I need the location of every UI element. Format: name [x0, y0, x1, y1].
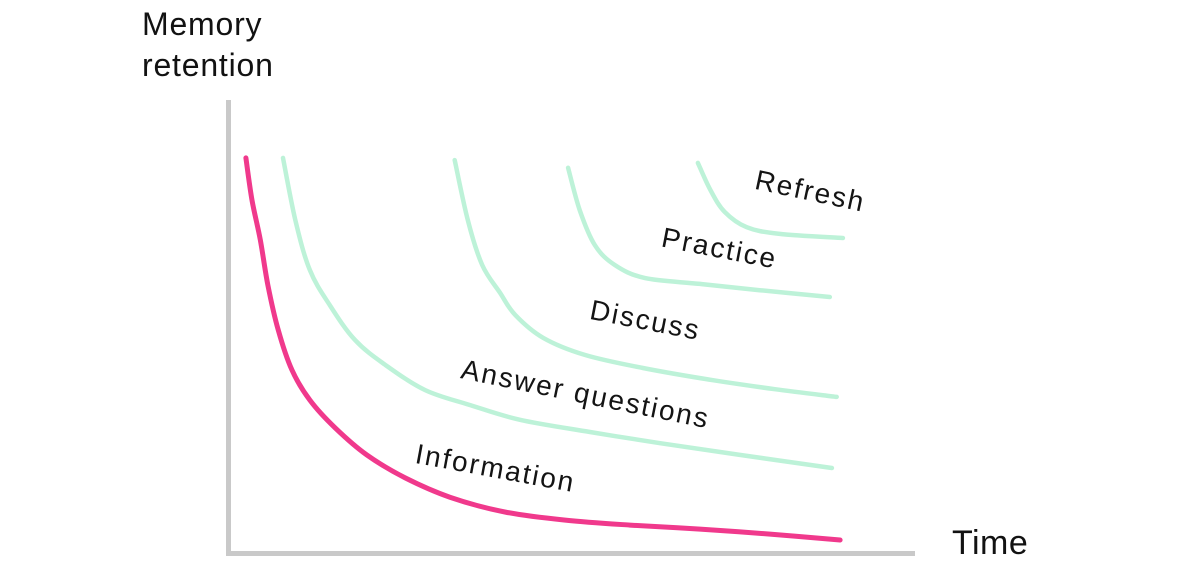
- curve-label-information: Information: [413, 438, 578, 498]
- curve-label-refresh: Refresh: [752, 164, 868, 218]
- curve-practice: [565, 165, 833, 300]
- x-axis-label: Time: [952, 524, 1029, 562]
- curve-information: [243, 155, 843, 543]
- curve-label-discuss: Discuss: [587, 294, 703, 346]
- curve-refresh: [695, 160, 846, 241]
- curve-discuss: [452, 157, 839, 400]
- curve-label-answer-questions: Answer questions: [459, 354, 713, 435]
- curve-answer-questions: [280, 155, 835, 471]
- y-axis-label: Memory retention: [142, 6, 274, 83]
